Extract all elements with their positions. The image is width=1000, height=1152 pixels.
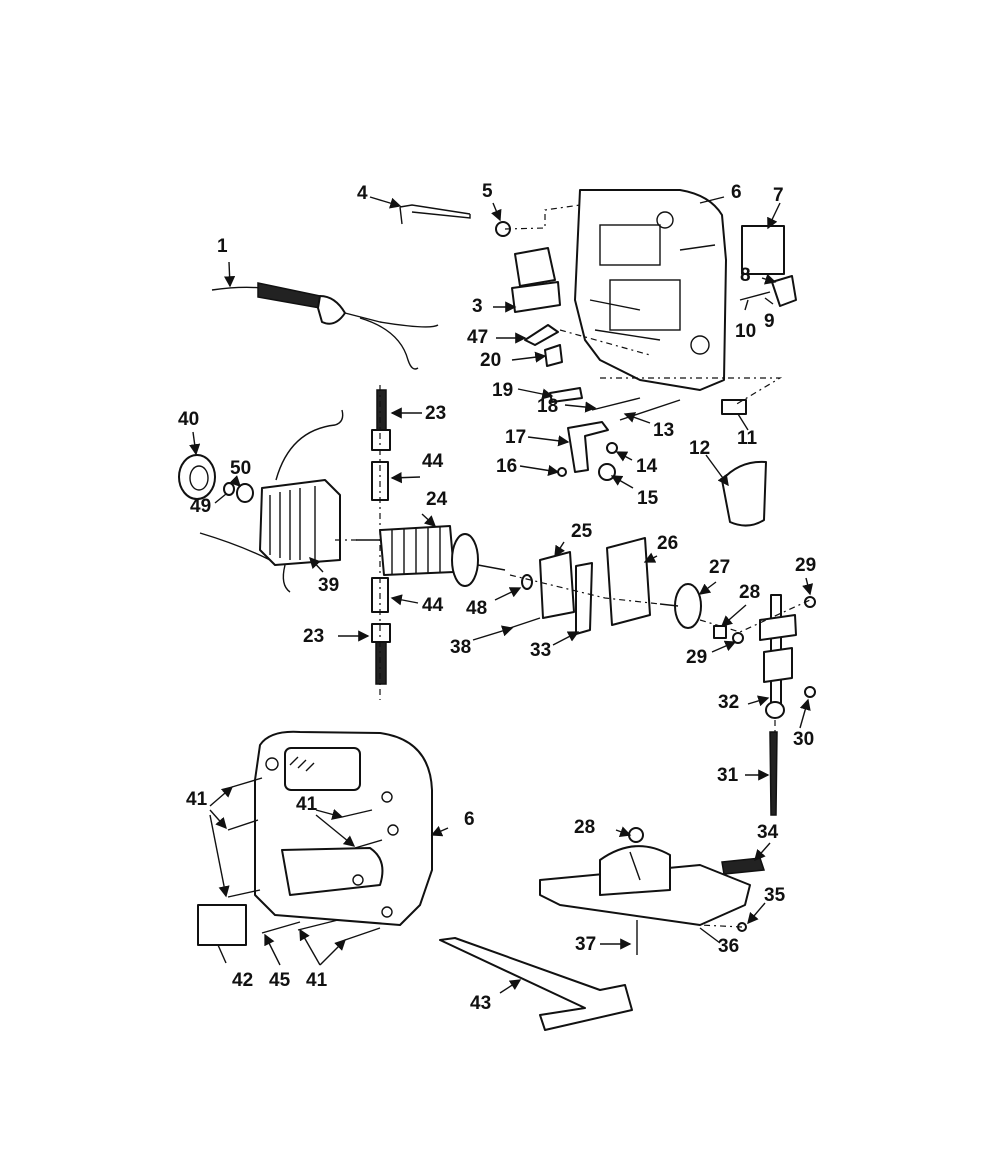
callout-47: 47: [467, 327, 489, 348]
blade-part: [769, 731, 778, 816]
small-plate-part: [721, 399, 747, 415]
label-42-part: [197, 904, 247, 946]
callout-44-top: 44: [422, 451, 444, 472]
callout-9: 9: [764, 311, 775, 332]
callout-37: 37: [575, 934, 597, 955]
callout-4: 4: [357, 183, 368, 204]
callout-41-middle: 41: [296, 794, 318, 815]
callout-43: 43: [470, 993, 492, 1014]
button-part: [524, 324, 559, 346]
callout-1: 1: [217, 236, 228, 257]
callout-48: 48: [466, 598, 488, 619]
rip-fence-part: [439, 937, 633, 1031]
bearing-50-part: [236, 483, 254, 503]
callout-34: 34: [757, 822, 779, 843]
callout-20: 20: [480, 350, 502, 371]
screw-38-part: [509, 617, 541, 629]
power-cord-part: [211, 282, 439, 370]
callout-23-top: 23: [425, 403, 447, 424]
callout-28-bottom: 28: [574, 817, 596, 838]
callout-6-top: 6: [731, 182, 742, 203]
bolt-28-part: [628, 827, 644, 843]
callout-41-bottom: 41: [306, 970, 328, 991]
callout-49: 49: [190, 496, 212, 517]
callout-10: 10: [735, 321, 757, 342]
washer-29-part: [732, 632, 744, 644]
callout-30: 30: [793, 729, 815, 750]
callout-29-right: 29: [795, 555, 817, 576]
callout-28-top: 28: [739, 582, 761, 603]
callout-39: 39: [318, 575, 340, 596]
motor-housing-part: [574, 189, 727, 391]
callout-42: 42: [232, 970, 254, 991]
callout-13: 13: [653, 420, 675, 441]
callout-32: 32: [718, 692, 740, 713]
callout-12: 12: [689, 438, 711, 459]
callout-29-left: 29: [686, 647, 708, 668]
bracket-part: [567, 421, 609, 473]
callout-11: 11: [737, 428, 758, 449]
shaft-part: [619, 399, 681, 421]
brush-spring-top-part: [376, 389, 387, 431]
brush-spring-bottom-part: [375, 639, 387, 685]
callout-50: 50: [230, 458, 252, 479]
guard-part: [721, 460, 767, 527]
callout-45: 45: [269, 970, 291, 991]
field-coil-part: [199, 409, 344, 593]
screw-30-part: [804, 686, 816, 698]
screw-part: [557, 467, 567, 477]
lever-part: [771, 275, 797, 307]
housing-screws-part: [227, 777, 383, 941]
callout-44-bottom: 44: [422, 595, 444, 616]
callout-6-bottom: 6: [464, 809, 475, 830]
switch-part: [511, 247, 561, 313]
callout-41-left: 41: [186, 789, 208, 810]
hex-key-part: [399, 204, 471, 225]
plunger-assembly-part: [759, 594, 797, 719]
callout-18: 18: [537, 396, 559, 417]
callout-3: 3: [472, 296, 483, 317]
rod-part: [591, 397, 641, 411]
callout-5: 5: [482, 181, 493, 202]
callout-38: 38: [450, 637, 472, 658]
washer-49-part: [223, 482, 235, 496]
callout-16: 16: [496, 456, 518, 477]
callout-23-bottom: 23: [303, 626, 325, 647]
plate-33-part: [575, 562, 593, 635]
callout-14: 14: [636, 456, 658, 477]
plate-26-part: [606, 537, 651, 626]
callout-7: 7: [773, 185, 784, 206]
bearing-block-part: [539, 551, 575, 619]
callout-33: 33: [530, 640, 552, 661]
callout-25: 25: [571, 521, 593, 542]
callout-31: 31: [717, 765, 739, 786]
gear-part: [674, 583, 702, 629]
callout-24: 24: [426, 489, 448, 510]
base-part: [539, 845, 751, 926]
callout-19: 19: [492, 380, 514, 401]
callout-27: 27: [709, 557, 731, 578]
callout-35: 35: [764, 885, 786, 906]
callout-17: 17: [505, 427, 527, 448]
callout-36: 36: [718, 936, 740, 957]
spacer-28-part: [713, 625, 727, 639]
washer-part: [606, 442, 618, 454]
pin-part: [739, 291, 771, 301]
callout-8: 8: [740, 265, 751, 286]
callout-26: 26: [657, 533, 679, 554]
clip-part: [544, 344, 563, 367]
armature-part: [356, 525, 506, 587]
callout-15: 15: [637, 488, 659, 509]
housing-cover-part: [254, 730, 433, 926]
insert-part: [721, 857, 766, 875]
label-plate-part: [741, 225, 785, 275]
washer-48-part: [521, 574, 533, 590]
callout-40: 40: [178, 409, 200, 430]
fan-part: [178, 454, 216, 500]
bushing-part: [598, 463, 616, 481]
